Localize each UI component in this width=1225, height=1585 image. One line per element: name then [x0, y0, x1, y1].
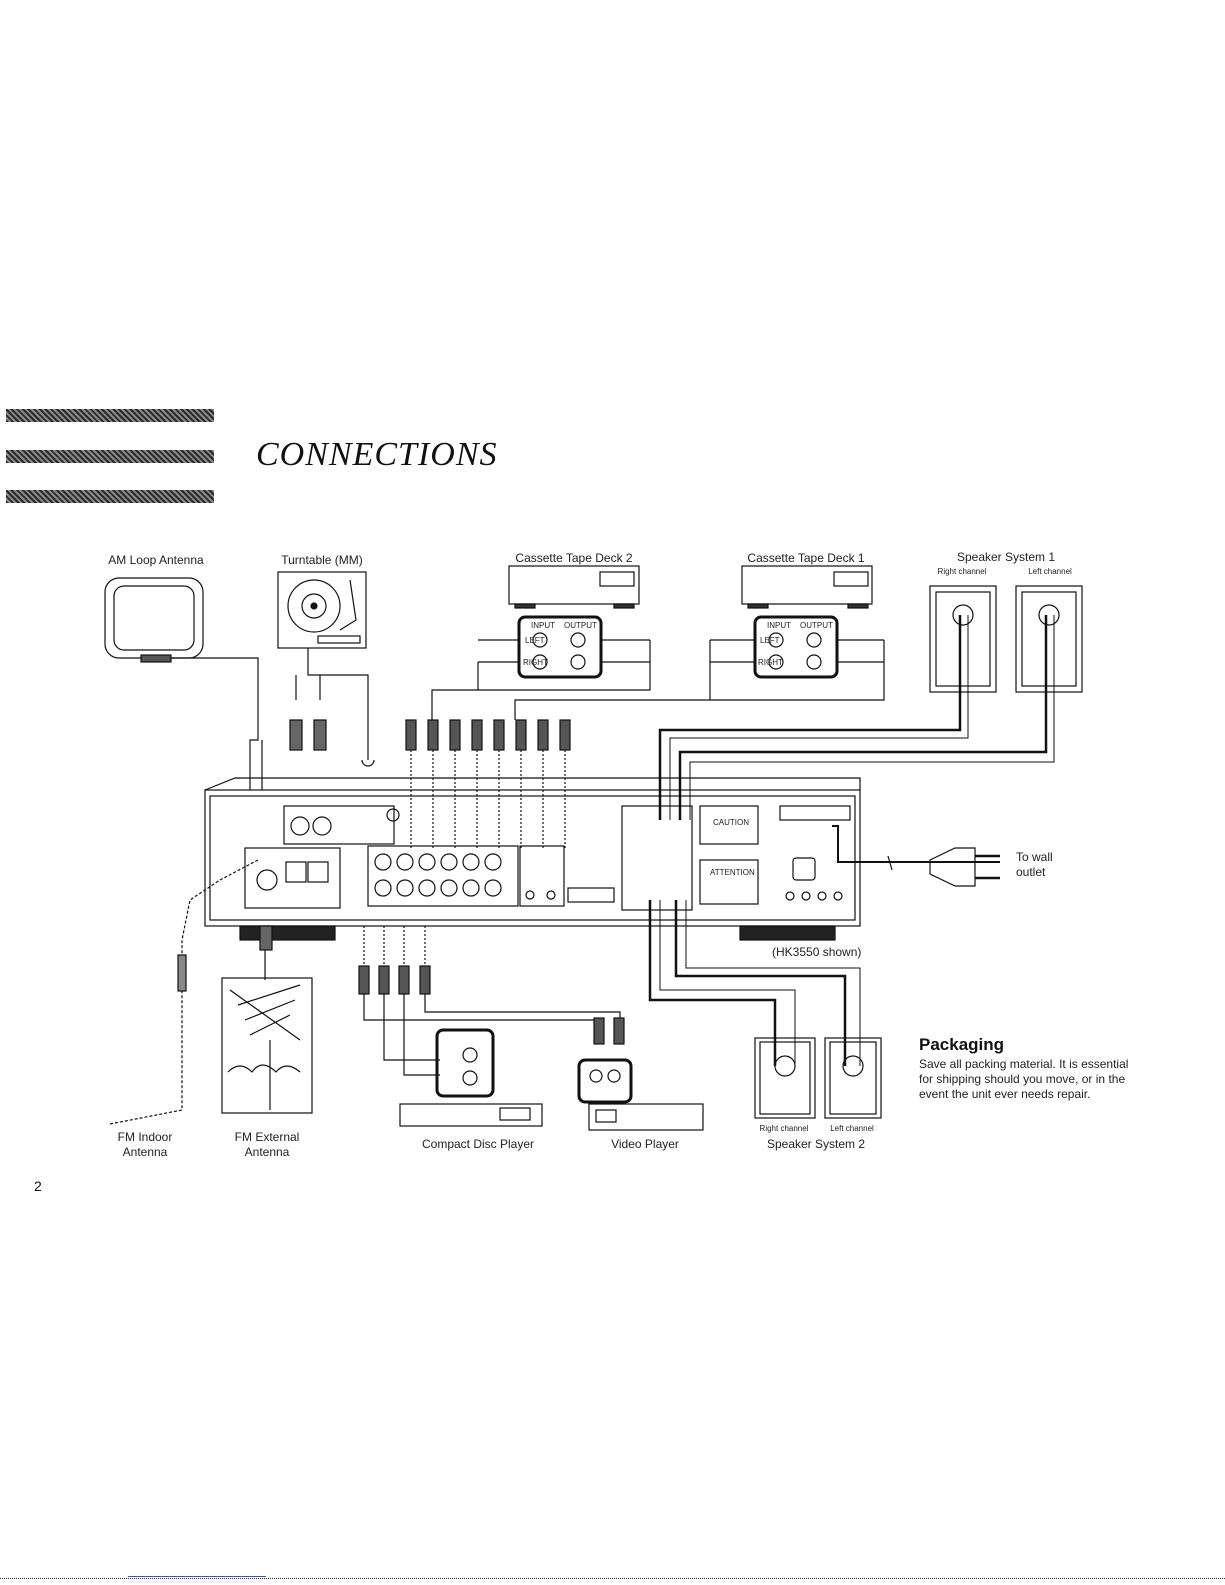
caution-label: CAUTION [713, 818, 749, 827]
fm-indoor-label-line1: FM Indoor [117, 1130, 173, 1144]
cd-player-icon [358, 926, 621, 1127]
receiver-rear-panel-icon [204, 777, 1000, 941]
cassette-deck-1-icon [514, 565, 885, 720]
deck-1-input-label: INPUT [767, 621, 791, 630]
turntable-icon [277, 571, 375, 767]
deck-2-input-label: INPUT [531, 621, 555, 630]
deck-2-output-label: OUTPUT [564, 621, 597, 630]
speaker-2-right-channel-label: Right channel [759, 1124, 809, 1133]
rca-plugs [405, 719, 571, 751]
header-bar-1 [6, 409, 214, 422]
am-loop-antenna-icon [104, 577, 263, 790]
video-player-label: Video Player [611, 1137, 679, 1151]
tape-deck-1-label: Cassette Tape Deck 1 [747, 551, 865, 565]
speaker-system-1-icon [658, 585, 1083, 820]
fm-indoor-label-line2: Antenna [122, 1145, 168, 1159]
footer-rule [0, 1578, 1225, 1579]
model-note: (HK3550 shown) [772, 945, 862, 959]
page-title: CONNECTIONS [256, 436, 498, 473]
fm-external-label-line1: FM External [234, 1130, 300, 1144]
deck-2-left-label: LEFT [525, 636, 545, 645]
packaging-heading: Packaging [919, 1035, 1005, 1054]
video-player-icon [577, 1017, 704, 1131]
power-plug-icon [887, 847, 1000, 887]
deck-1-output-label: OUTPUT [800, 621, 833, 630]
deck-1-left-label: LEFT [760, 636, 780, 645]
header-bar-2 [6, 450, 214, 463]
speaker-1-right-channel-label: Right channel [937, 567, 987, 576]
header-bar-3 [6, 490, 214, 503]
speaker-2-left-channel-label: Left channel [830, 1124, 874, 1133]
page-number: 2 [34, 1178, 42, 1194]
speaker-system-2-label: Speaker System 2 [766, 1137, 866, 1151]
cassette-deck-2-icon [431, 565, 651, 720]
speaker-1-left-channel-label: Left channel [1028, 567, 1072, 576]
turntable-label: Turntable (MM) [281, 553, 363, 567]
speaker-system-1-label: Speaker System 1 [956, 550, 1056, 564]
deck-1-right-label: RIGHT [758, 658, 783, 667]
wall-outlet-label-line2: outlet [1016, 865, 1046, 879]
tape-deck-2-label: Cassette Tape Deck 2 [515, 551, 633, 565]
speaker-system-2-icon [648, 900, 882, 1119]
deck-2-right-label: RIGHT [523, 658, 548, 667]
fm-external-label-line2: Antenna [244, 1145, 290, 1159]
attention-label: ATTENTION [710, 868, 755, 877]
cd-player-label: Compact Disc Player [421, 1137, 535, 1151]
packaging-text: Save all packing material. It is essenti… [919, 1057, 1129, 1101]
footer-link-underline [128, 1576, 266, 1577]
fm-external-antenna-icon [221, 977, 313, 1114]
am-antenna-label: AM Loop Antenna [108, 553, 204, 567]
wall-outlet-label-line1: To wall [1016, 850, 1053, 864]
